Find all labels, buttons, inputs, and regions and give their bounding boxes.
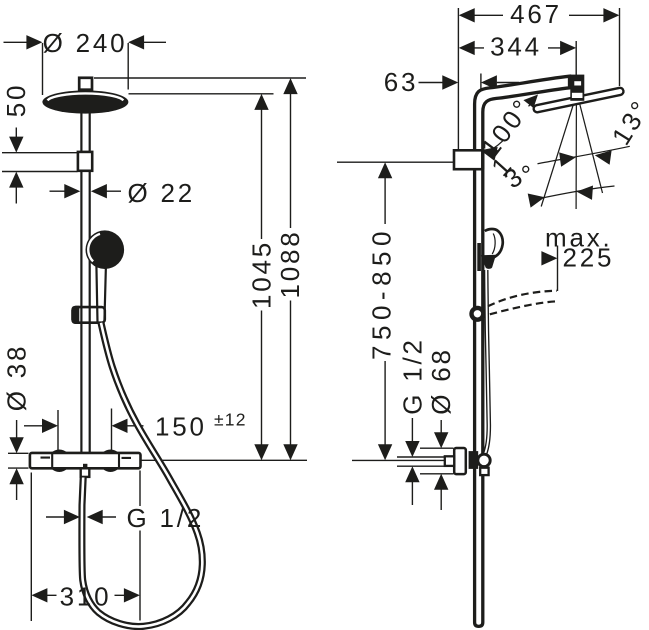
dim-hose-reach-prefix: max. [545, 223, 613, 253]
hose-side-core [483, 269, 490, 455]
front-dimension-lines [2, 41, 307, 621]
escutcheon [452, 446, 468, 476]
dim-wall-thread: G 1/2 [398, 337, 428, 415]
dim-escutcheon-diameter: Ø 68 [426, 347, 456, 415]
dim-hose-thread: G 1/2 [127, 503, 205, 533]
wall-connection-side [443, 446, 492, 477]
dim-connection-distance: 150 [155, 412, 207, 442]
dim-valve-body-diameter: Ø 38 [2, 344, 32, 412]
tilt-angle-annotation [480, 94, 630, 210]
wall-bracket-side [452, 149, 484, 171]
dim-tilt-left: 13° [485, 149, 542, 194]
hose-pulled-dashed [487, 289, 558, 316]
shower-column-front [28, 76, 206, 630]
joint-detail-2 [571, 92, 583, 98]
dim-reach-arm: 344 [490, 31, 542, 61]
hand-shower-highlight [87, 232, 101, 263]
dim-reach-overall: 467 [510, 0, 562, 29]
holder-knob-side [469, 305, 486, 322]
dim-pipe-diameter: Ø 22 [128, 178, 196, 208]
hand-shower-handle-inner [491, 233, 496, 255]
hose-core [80, 322, 204, 628]
dim-mounting-height: 750-850 [367, 226, 397, 360]
holder-clamp-side [477, 243, 481, 271]
tilt-lines [493, 97, 630, 210]
hand-shower-handle-side [484, 227, 505, 260]
holder-left-cap-front [71, 305, 80, 324]
dim-valve-width: 310 [60, 581, 112, 611]
overhead-shower-front [42, 90, 129, 114]
wall-nipple [443, 455, 456, 468]
dim-height-1088: 1088 [275, 229, 305, 298]
shower-column-side [443, 74, 625, 629]
dim-height-1045: 1045 [247, 240, 277, 309]
overhead-shower-highlight [46, 92, 125, 102]
hand-shower-side [469, 227, 505, 456]
hose-connector-front [79, 467, 91, 479]
connector-block [468, 451, 479, 469]
dim-wall-offset: 63 [384, 67, 419, 97]
head-connector-front [77, 76, 94, 92]
dim-connection-tolerance: ±12 [214, 410, 247, 430]
riser-pipe-side [472, 74, 572, 629]
dim-head-offset: 50 [1, 83, 31, 118]
head-pivot-joint [570, 74, 585, 101]
valve-center-detail [83, 463, 88, 468]
side-dimension-lines [337, 8, 621, 510]
ball-joint-lower [479, 466, 490, 477]
hand-shower-head-side [480, 254, 496, 269]
side-view: 467 344 63 100° 13° 13° max. 225 750-850… [337, 0, 649, 629]
pipe-slider-front [76, 150, 94, 173]
ball-joint [476, 452, 492, 469]
dim-head-diameter: Ø 240 [43, 28, 128, 58]
joint-detail-1 [574, 81, 582, 86]
dim-tilt-right: 13° [606, 94, 649, 150]
arm-highlight [518, 85, 540, 92]
front-view: Ø 240 50 Ø 22 Ø 38 150 ±12 G 1/2 310 104… [1, 28, 307, 630]
dim-hose-reach: 225 [563, 243, 615, 273]
riser-pipe-front [80, 95, 91, 453]
shower-hose-front [78, 322, 206, 630]
thermostat-valve-front [28, 449, 142, 479]
valve-body-details [40, 453, 131, 468]
hand-shower-front [85, 230, 125, 269]
